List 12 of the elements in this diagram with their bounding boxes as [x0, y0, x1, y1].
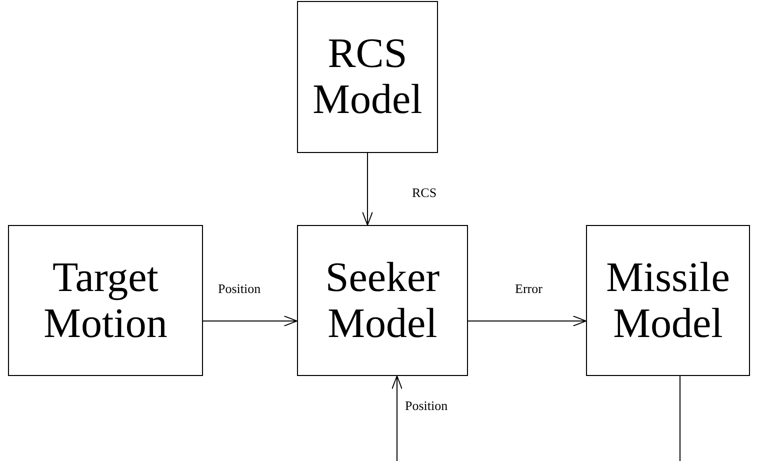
process-box [586, 225, 750, 376]
arrow [362, 152, 373, 226]
box-label: Target Motion [42, 254, 168, 346]
arrow [202, 316, 298, 326]
box-label: RCS Model [312, 31, 424, 123]
process-box [297, 225, 468, 376]
arrow [468, 316, 586, 326]
box-label: Seeker Model [324, 254, 441, 346]
box-label: Missile Model [605, 254, 731, 346]
arrow [392, 376, 680, 461]
process-box [297, 1, 438, 153]
process-box [8, 225, 203, 376]
